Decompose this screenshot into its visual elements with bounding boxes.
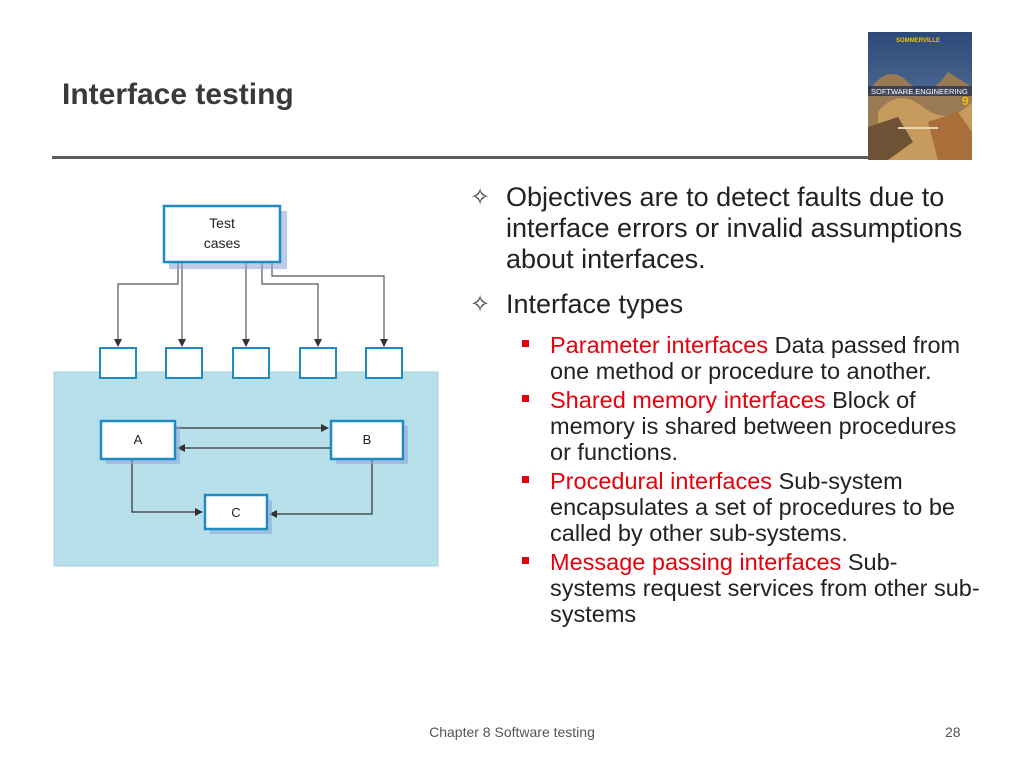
sub-bullet-term: Message passing interfaces: [550, 549, 842, 575]
cover-edition: 9: [962, 94, 969, 108]
square-bullet-icon: [522, 557, 529, 564]
component-a-box: [99, 419, 177, 461]
sub-bullet-term: Parameter interfaces: [550, 332, 769, 358]
test-cases-label-line1: Test: [209, 215, 235, 231]
sub-bullet-term: Shared memory interfaces: [550, 387, 826, 413]
bullet-list: ✧ Objectives are to detect faults due to…: [470, 182, 980, 636]
system-boundary: [53, 371, 439, 567]
page-number: 28: [945, 724, 961, 740]
component-arrows: [131, 424, 373, 518]
slide-title: Interface testing: [62, 78, 294, 111]
interface-box: [99, 347, 137, 379]
component-c-box: [203, 493, 269, 531]
component-b-label: B: [363, 432, 372, 447]
sub-bullet-message-passing: Message passing interfaces Sub-systems r…: [470, 549, 980, 627]
test-cases-label-line2: cases: [204, 235, 241, 251]
sub-bullet-term: Procedural interfaces: [550, 468, 773, 494]
sub-bullet-text: Sub-systems request services from other …: [550, 549, 980, 627]
sub-bullet-text: Block of memory is shared between proced…: [550, 387, 957, 465]
bullet-text: Interface types: [506, 289, 684, 319]
interface-box: [299, 347, 337, 379]
sub-bullet-shared-memory: Shared memory interfaces Block of memory…: [470, 387, 980, 465]
square-bullet-icon: [522, 395, 529, 402]
component-c-label: C: [231, 505, 240, 520]
sub-bullet-parameter: Parameter interfaces Data passed from on…: [470, 332, 980, 384]
interface-box: [365, 347, 403, 379]
cover-title: SOFTWARE ENGINEERING: [871, 87, 968, 96]
book-cover-image: SOMMERVILLE SOFTWARE ENGINEERING 9: [868, 32, 972, 160]
sub-bullet-text: Data passed from one method or procedure…: [550, 332, 961, 384]
interface-boxes: [99, 347, 403, 379]
cover-author: SOMMERVILLE: [896, 38, 940, 44]
bullet-text: Objectives are to detect faults due to i…: [506, 182, 963, 274]
test-cases-box: [162, 204, 282, 264]
sub-bullet-procedural: Procedural interfaces Sub-system encapsu…: [470, 468, 980, 546]
diamond-star-bullet-icon: ✧: [470, 291, 491, 318]
connection-lines: [114, 262, 388, 347]
interface-box: [232, 347, 270, 379]
bullet-objectives: ✧ Objectives are to detect faults due to…: [470, 182, 980, 275]
interface-box: [165, 347, 203, 379]
bullet-interface-types: ✧ Interface types: [470, 289, 980, 320]
diamond-star-bullet-icon: ✧: [470, 184, 491, 211]
slide-footer: Chapter 8 Software testing: [429, 724, 595, 740]
square-bullet-icon: [522, 476, 529, 483]
component-b-box: [329, 419, 405, 461]
sub-bullet-text: Sub-system encapsulates a set of procedu…: [550, 468, 955, 546]
component-a-label: A: [134, 432, 143, 447]
title-divider: [52, 156, 872, 159]
interface-types-sublist: Parameter interfaces Data passed from on…: [470, 332, 980, 627]
square-bullet-icon: [522, 340, 529, 347]
interface-testing-diagram: Test cases A B C: [50, 200, 442, 577]
